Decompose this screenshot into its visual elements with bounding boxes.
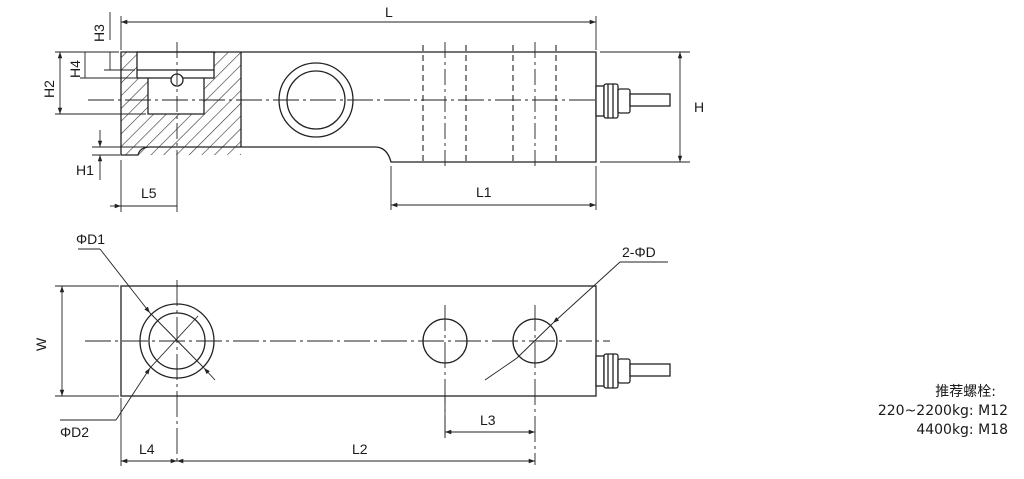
note-line-1: 220~2200kg: M12 <box>877 403 1008 419</box>
label-D: 2-ΦD <box>622 244 656 260</box>
label-H4: H4 <box>67 60 83 78</box>
side-labels: L H H2 H3 H4 H1 L5 L1 <box>41 4 704 201</box>
side-view <box>88 42 671 166</box>
label-H1: H1 <box>76 162 94 178</box>
side-body-outline <box>120 51 597 163</box>
top-view <box>85 280 671 465</box>
label-L4: L4 <box>139 441 155 457</box>
label-L1: L1 <box>476 184 492 200</box>
top-labels: W ΦD1 ΦD2 2-ΦD L3 L4 L2 <box>33 231 656 457</box>
label-H2: H2 <box>41 80 57 98</box>
note-title: 推荐螺栓: <box>935 384 996 400</box>
label-L: L <box>385 4 393 20</box>
top-cable-gland <box>595 353 671 389</box>
side-cable-gland <box>595 83 671 119</box>
label-H: H <box>694 99 704 115</box>
side-dimensions <box>55 12 690 212</box>
label-H3: H3 <box>91 24 107 42</box>
label-L2: L2 <box>352 441 368 457</box>
label-D2: ΦD2 <box>60 424 89 440</box>
label-L3: L3 <box>480 412 496 428</box>
label-L5: L5 <box>141 185 157 201</box>
label-W: W <box>33 337 49 351</box>
bolt-recommendation-note: 推荐螺栓: 220~2200kg: M12 4400kg: M18 <box>878 383 1008 440</box>
top-dimensions <box>55 248 668 466</box>
label-D1: ΦD1 <box>76 231 105 247</box>
note-line-2: 4400kg: M18 <box>916 422 1008 438</box>
